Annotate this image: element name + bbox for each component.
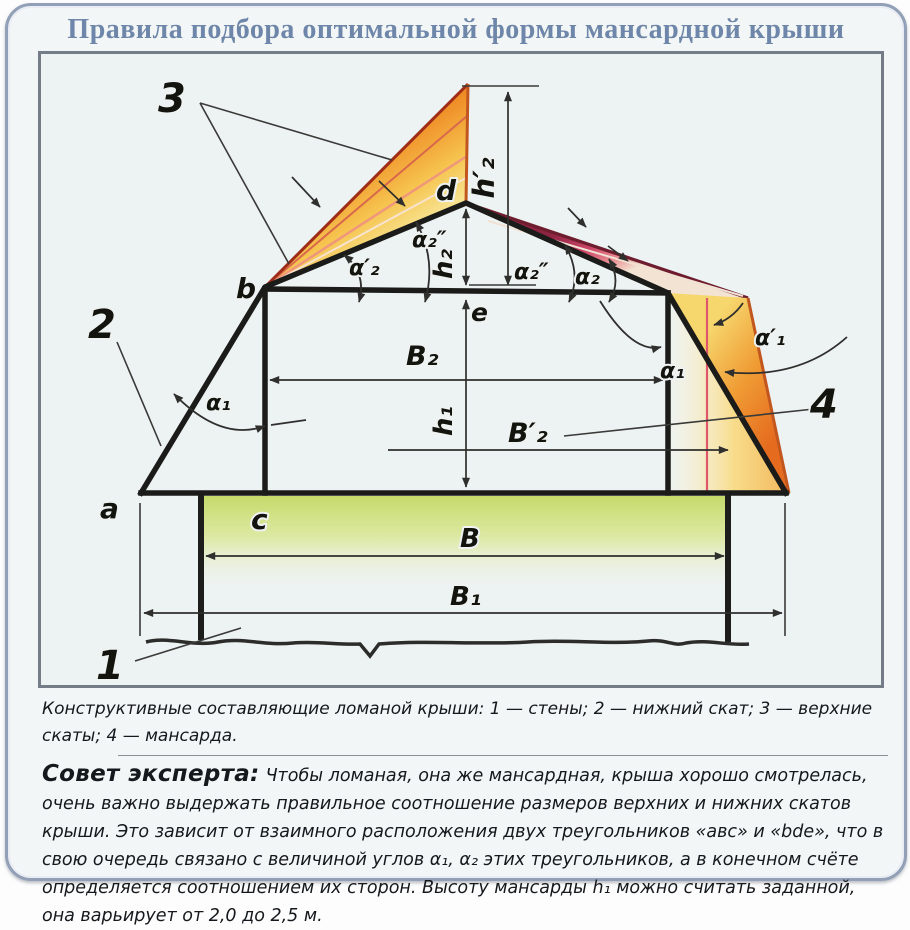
label-point-e: e xyxy=(471,298,488,327)
angle-label-alpha1-right: α₁ xyxy=(660,359,685,384)
callout-1-walls: 1 xyxy=(96,643,124,685)
dim-label-B: B xyxy=(460,524,480,554)
angle-arcs xyxy=(173,221,848,433)
angle-label-alpha2-alt: α′₂ xyxy=(349,256,380,281)
dim-label-h2-alt: h′₂ xyxy=(467,157,501,198)
dim-label-h2: h₂ xyxy=(429,248,459,279)
dim-label-B1: B₁ xyxy=(450,582,481,612)
divider xyxy=(118,755,888,756)
dim-label-B2-alt: B′₂ xyxy=(508,418,548,449)
page-title: Правила подбора оптимальной формы мансар… xyxy=(67,14,845,45)
variant-pointer-arrows xyxy=(291,176,629,262)
roof-diagram: a b c d e 1 2 3 4 B₂ B′₂ B B₁ h′₂ h₂ h₁ … xyxy=(86,74,848,685)
callout-3-upper-slopes: 3 xyxy=(158,76,186,122)
leader-lines xyxy=(116,102,815,662)
angle-label-alpha1-left: α₁ xyxy=(206,391,231,416)
dimension-lines xyxy=(143,91,783,617)
angle-label-alpha1-alt: α′₁ xyxy=(755,326,786,351)
callout-2-lower-slope: 2 xyxy=(88,302,116,348)
expert-advice: Совет эксперта:Чтобы ломаная, она же ман… xyxy=(42,760,888,930)
dim-label-B2: B₂ xyxy=(406,341,439,372)
expert-advice-label: Совет эксперта: xyxy=(42,761,260,787)
angle-label-alpha2-dbl-right: α₂″ xyxy=(514,260,549,285)
base-wall-band xyxy=(204,496,726,586)
label-point-a: a xyxy=(100,492,119,525)
label-point-d: d xyxy=(436,174,457,207)
page-frame: Правила подбора оптимальной формы мансар… xyxy=(5,3,907,926)
figure-caption: Конструктивные составляющие ломаной крыш… xyxy=(42,699,873,746)
label-point-b: b xyxy=(236,272,256,305)
roof-diagram-panel: a b c d e 1 2 3 4 B₂ B′₂ B B₁ h′₂ h₂ h₁ … xyxy=(38,51,884,688)
dim-label-h1: h₁ xyxy=(429,406,459,436)
upper-slope-variants-fan xyxy=(263,82,470,289)
ground-line xyxy=(145,638,750,659)
expert-advice-text: Чтобы ломаная, она же мансардная, крыша … xyxy=(42,766,884,926)
angle-label-alpha2: α₂ xyxy=(575,265,600,290)
label-point-c: c xyxy=(251,503,268,536)
angle-label-alpha2-dbl-left: α₂″ xyxy=(412,228,447,253)
roof-outline xyxy=(137,200,790,497)
text-zone: Конструктивные составляющие ломаной крыш… xyxy=(38,690,890,930)
callout-4-mansard: 4 xyxy=(809,382,838,428)
extension-lines xyxy=(139,85,786,636)
